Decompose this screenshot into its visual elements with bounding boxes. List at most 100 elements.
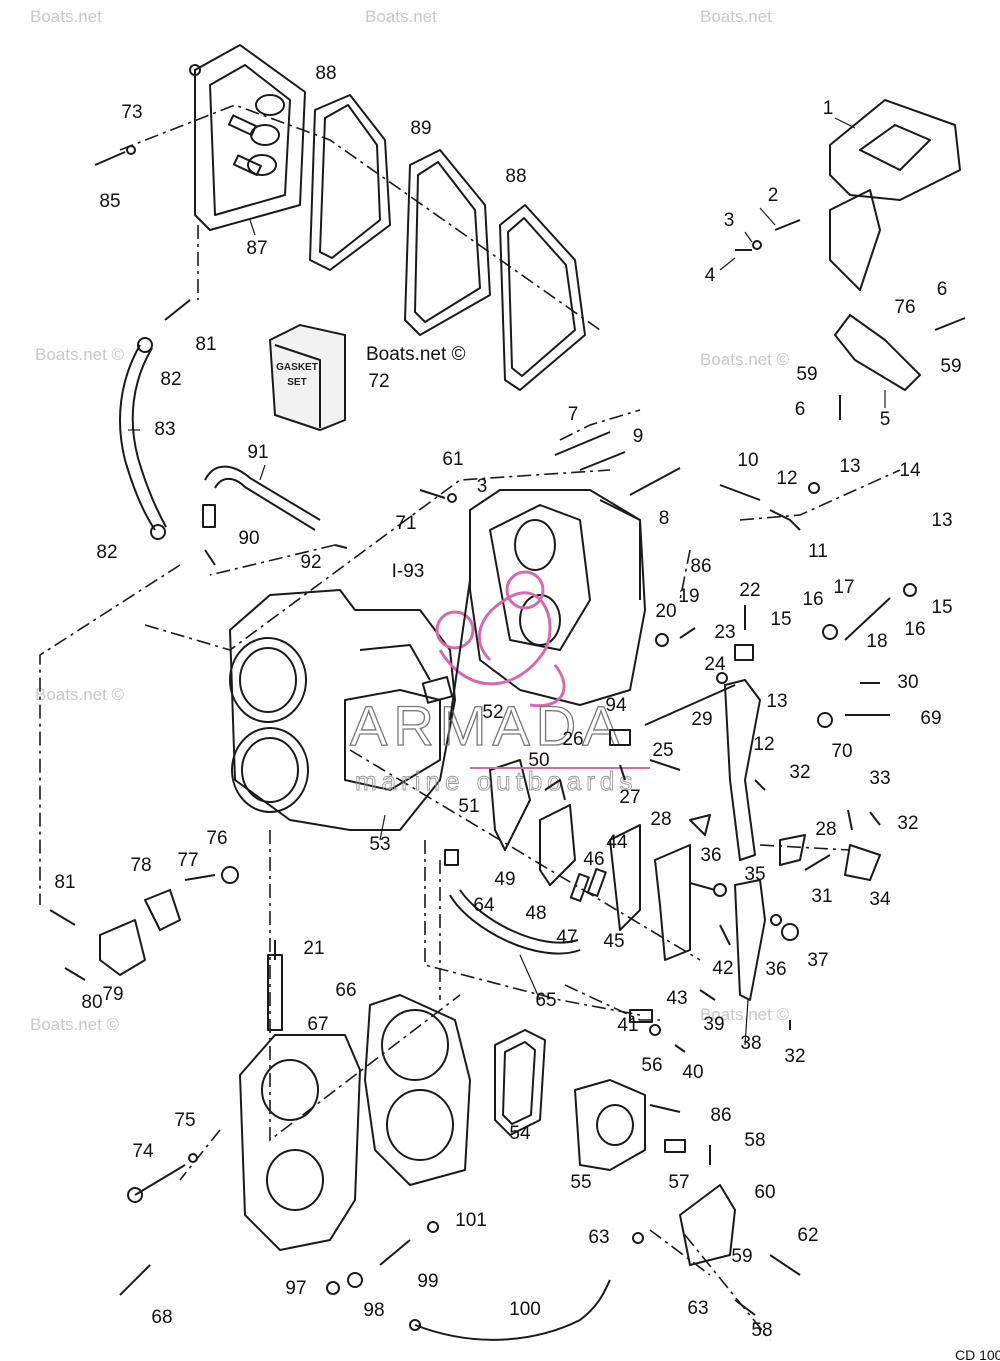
hose-91	[202, 465, 321, 531]
gaskets-top	[309, 94, 586, 391]
leader-lines	[128, 117, 886, 1046]
fasteners	[49, 145, 966, 1316]
part-label: 63	[687, 1298, 708, 1319]
part-label: 8	[659, 508, 670, 529]
logo-name: ARMADA	[350, 694, 626, 757]
part-label: 36	[700, 845, 721, 866]
watermark-text-dark: Boats.net ©	[366, 344, 466, 365]
part-label: 51	[458, 796, 479, 817]
part-label: 82	[96, 542, 117, 563]
watermark-text: Boats.net ©	[35, 345, 125, 364]
part-label: 38	[740, 1033, 761, 1054]
part-label: 29	[691, 709, 712, 730]
part-label: 76	[206, 828, 227, 849]
part-label: 99	[417, 1271, 438, 1292]
part-label: 62	[797, 1225, 818, 1246]
part-label: I-93	[392, 561, 425, 582]
part-label: 27	[619, 787, 640, 808]
part-label: 10	[737, 450, 758, 471]
part-label: 55	[570, 1172, 591, 1193]
part-label: 69	[920, 708, 941, 729]
part-label: 19	[678, 586, 699, 607]
part-label: 70	[831, 741, 852, 762]
watermark-text: Boats.net ©	[30, 1015, 120, 1034]
part-labels: 1 2 3 4 5 6 6 7 8 9 10 11 12 12 13 13 13…	[54, 63, 961, 1341]
part-label: 13	[766, 691, 787, 712]
part-label: 9	[633, 426, 644, 447]
part-label: 85	[99, 191, 120, 212]
part-label: 56	[641, 1055, 662, 1076]
part-label: 49	[494, 869, 515, 890]
logo: ARMADA marine outboards	[349, 570, 650, 796]
part-label: 86	[710, 1105, 731, 1126]
part-label: 46	[583, 849, 604, 870]
part-label: 90	[238, 528, 259, 549]
part-label: 23	[714, 622, 735, 643]
part-label: 4	[705, 265, 716, 286]
part-label: 40	[682, 1062, 703, 1083]
part-label: 32	[789, 762, 810, 783]
part-label: 24	[704, 654, 726, 675]
part-label: 14	[899, 460, 921, 481]
drawing-code: CD 1000	[955, 1347, 1000, 1361]
linkages	[489, 679, 881, 1001]
part-label: 25	[652, 740, 673, 761]
part-label: 78	[130, 855, 151, 876]
part-label: 64	[473, 895, 495, 916]
part-label: 13	[839, 456, 860, 477]
watermark-text: Boats.net ©	[35, 685, 125, 704]
part-label: 77	[177, 850, 198, 871]
part-label: 6	[937, 279, 948, 300]
part-label: 3	[477, 476, 488, 497]
part-label: 5	[880, 409, 891, 430]
crankcase	[469, 489, 646, 706]
assembly-lines	[39, 104, 901, 1341]
part-label: 74	[132, 1141, 154, 1162]
bracket-5	[834, 314, 921, 391]
gasket-set-box-72: GASKET SET	[268, 323, 346, 432]
part-label: 75	[174, 1110, 195, 1131]
logo-emblem	[435, 570, 566, 708]
part-label: 87	[246, 238, 267, 259]
part-label: 80	[81, 992, 102, 1013]
part-label: 59	[731, 1246, 752, 1267]
part-label: 94	[605, 695, 627, 716]
wire-100	[409, 1279, 611, 1341]
part-label: 30	[897, 672, 918, 693]
part-label: 21	[303, 938, 324, 959]
part-label: 18	[866, 631, 887, 652]
part-label: 58	[751, 1320, 772, 1341]
part-label: 76	[894, 297, 915, 318]
watermark-text: Boats.net	[700, 7, 772, 26]
part-label: 15	[770, 609, 791, 630]
watermark-text: Boats.net ©	[700, 1005, 790, 1024]
part-label: 54	[509, 1123, 531, 1144]
part-label: 36	[765, 959, 786, 980]
part-label: 88	[505, 166, 526, 187]
part-label: 26	[562, 729, 583, 750]
part-label: 45	[603, 931, 624, 952]
part-label: 89	[410, 118, 431, 139]
part-label: 52	[482, 702, 503, 723]
part-label: 44	[606, 832, 628, 853]
logo-tagline: marine outboards	[355, 766, 637, 796]
watermark-layer: Boats.net Boats.net Boats.net Boats.net …	[30, 7, 790, 1034]
part-label: 31	[811, 886, 832, 907]
part-label: 83	[154, 419, 175, 440]
bracket-60	[679, 1184, 736, 1266]
part-label: 100	[509, 1299, 541, 1320]
part-label: 63	[588, 1227, 609, 1248]
part-label: 81	[54, 872, 75, 893]
part-label: 7	[568, 404, 579, 425]
part-label: 16	[904, 619, 925, 640]
part-label: 72	[368, 371, 389, 392]
part-label: 11	[808, 541, 828, 562]
cylinder-block	[229, 589, 456, 831]
part-label: 50	[528, 750, 549, 771]
part-label: 48	[525, 903, 546, 924]
part-label: 82	[160, 369, 181, 390]
part-label: 32	[784, 1046, 805, 1067]
part-label: 59	[796, 364, 817, 385]
part-label: 67	[307, 1014, 328, 1035]
part-label: 61	[442, 449, 463, 470]
